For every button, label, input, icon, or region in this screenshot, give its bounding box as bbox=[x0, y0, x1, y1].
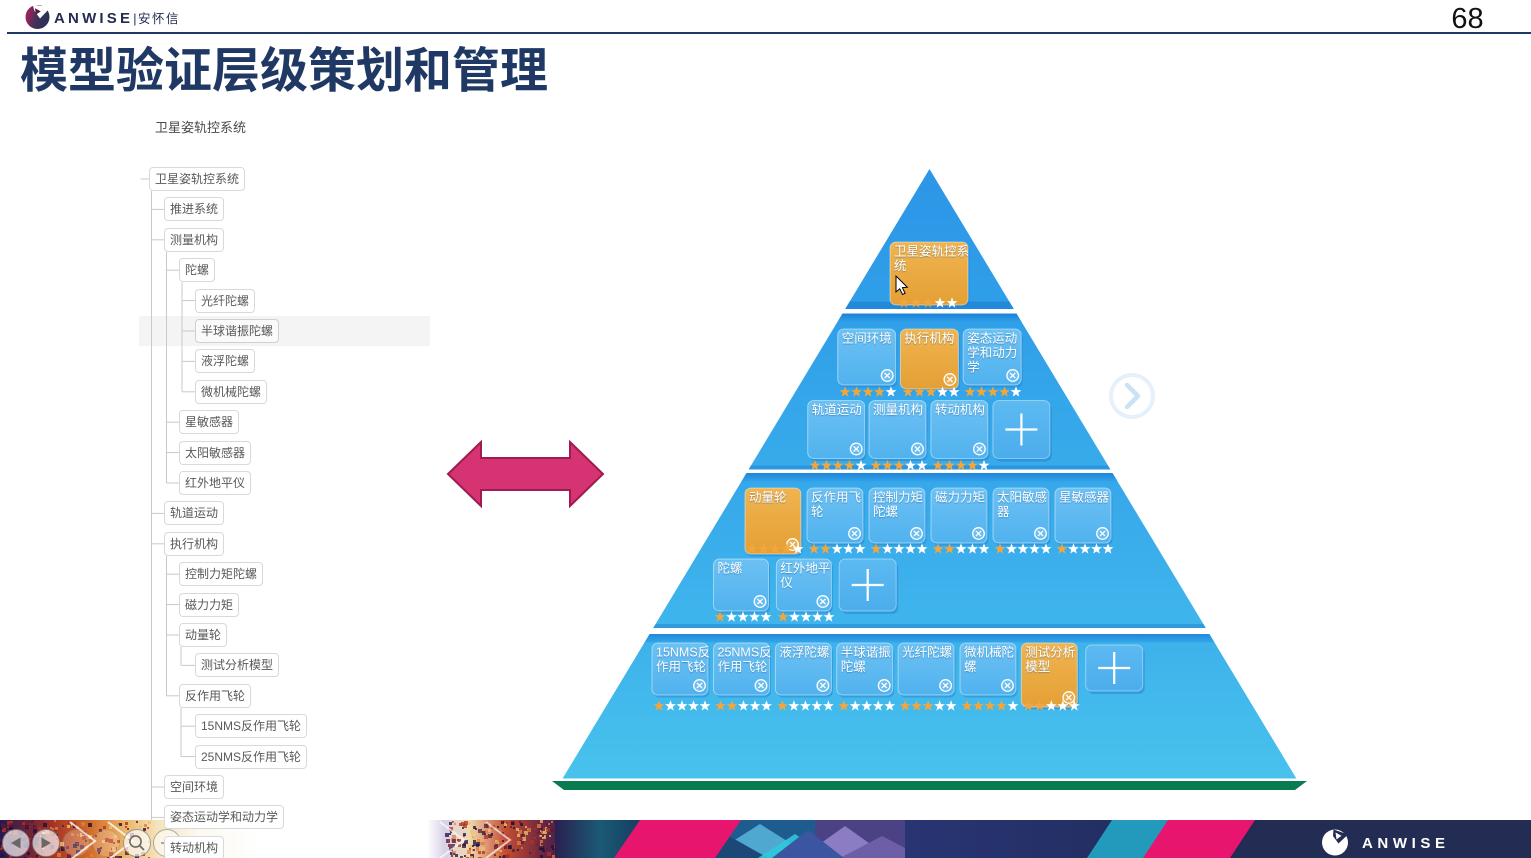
svg-text:液浮陀螺: 液浮陀螺 bbox=[779, 645, 829, 660]
svg-text:陀螺: 陀螺 bbox=[873, 504, 898, 519]
svg-text:半球谐振: 半球谐振 bbox=[841, 646, 892, 660]
svg-text:25NMS反: 25NMS反 bbox=[718, 646, 772, 660]
svg-text:模型: 模型 bbox=[1025, 660, 1050, 674]
svg-text:反作用飞: 反作用飞 bbox=[811, 491, 861, 505]
svg-text:空间环境: 空间环境 bbox=[842, 331, 892, 346]
svg-text:动量轮: 动量轮 bbox=[749, 491, 787, 505]
svg-text:陀螺: 陀螺 bbox=[718, 561, 743, 576]
svg-text:光纤陀螺: 光纤陀螺 bbox=[902, 645, 952, 660]
svg-text:星敏感器: 星敏感器 bbox=[1059, 490, 1110, 505]
svg-text:陀螺: 陀螺 bbox=[841, 659, 866, 674]
svg-text:控制力矩: 控制力矩 bbox=[873, 491, 923, 505]
svg-text:执行机构: 执行机构 bbox=[904, 331, 954, 346]
svg-text:统: 统 bbox=[894, 259, 907, 273]
svg-text:测量机构: 测量机构 bbox=[873, 402, 923, 417]
svg-text:15NMS反: 15NMS反 bbox=[656, 646, 710, 660]
svg-text:作用飞轮: 作用飞轮 bbox=[718, 660, 768, 674]
svg-text:作用飞轮: 作用飞轮 bbox=[656, 660, 706, 674]
svg-text:ANWISE: ANWISE bbox=[1362, 835, 1450, 852]
svg-text:轮: 轮 bbox=[811, 505, 824, 519]
svg-text:螺: 螺 bbox=[964, 660, 977, 674]
svg-text:太阳敏感: 太阳敏感 bbox=[997, 490, 1047, 505]
svg-text:磁力力矩: 磁力力矩 bbox=[935, 490, 985, 505]
svg-text:红外地平: 红外地平 bbox=[780, 561, 830, 576]
svg-text:器: 器 bbox=[997, 505, 1010, 519]
svg-text:微机械陀: 微机械陀 bbox=[964, 645, 1014, 660]
svg-text:轨道运动: 轨道运动 bbox=[812, 403, 862, 417]
svg-text:卫星姿轨控系: 卫星姿轨控系 bbox=[894, 245, 969, 259]
svg-text:仪: 仪 bbox=[780, 576, 793, 590]
svg-text:测试分析: 测试分析 bbox=[1025, 645, 1075, 660]
svg-text:学: 学 bbox=[967, 360, 980, 375]
svg-text:姿态运动: 姿态运动 bbox=[967, 332, 1017, 346]
svg-text:转动机构: 转动机构 bbox=[935, 402, 985, 417]
svg-text:学和动力: 学和动力 bbox=[967, 345, 1017, 360]
